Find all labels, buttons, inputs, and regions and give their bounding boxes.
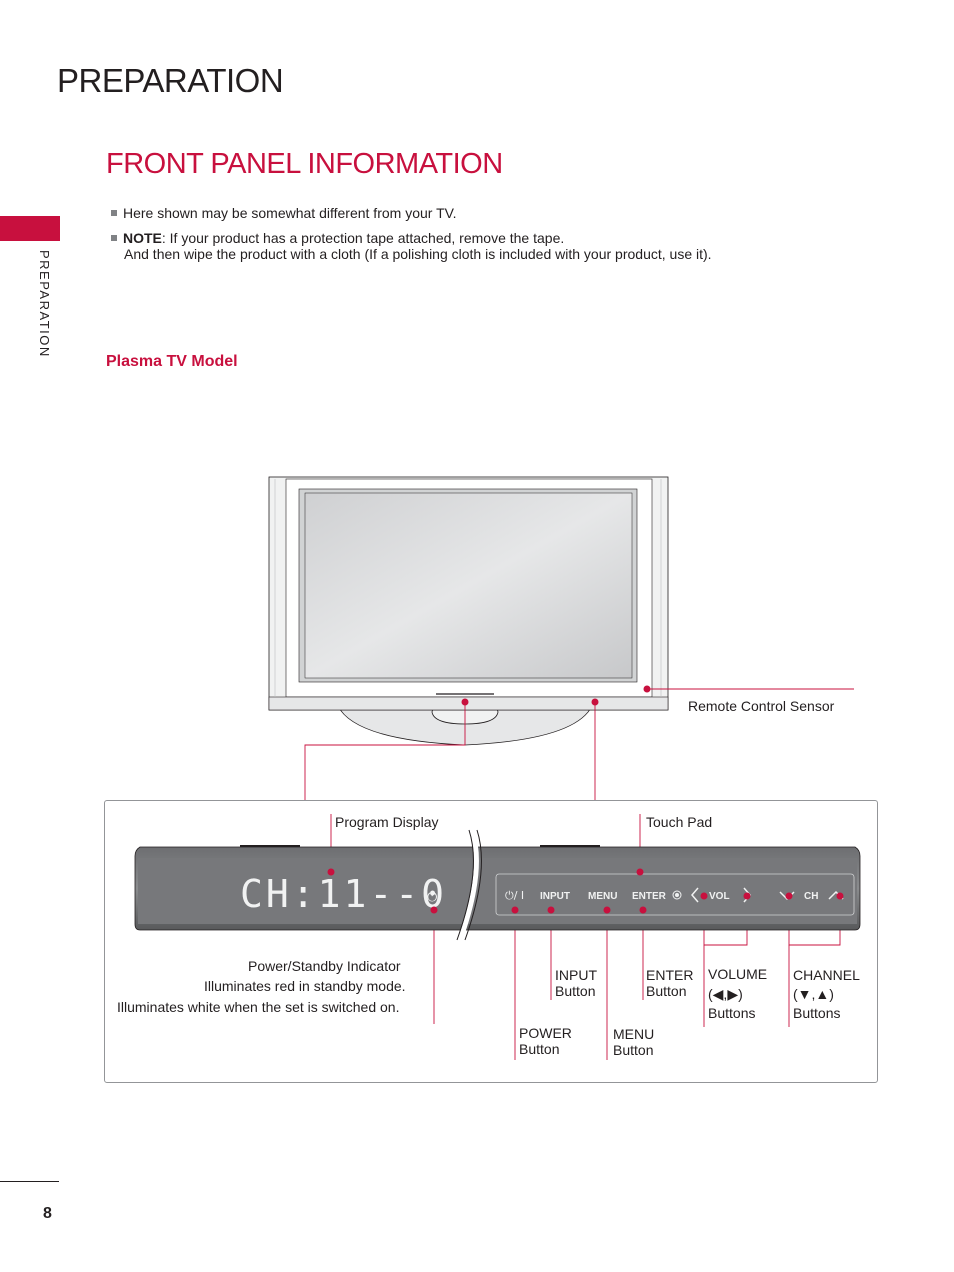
power-indicator-line2: Illuminates white when the set is switch…: [117, 999, 400, 1015]
power-callout-title: POWER: [519, 1025, 572, 1041]
panel-callout-dots: [327, 868, 844, 914]
program-display-label: Program Display: [335, 814, 439, 830]
channel-callout-arrows: (▼,▲): [793, 986, 834, 1002]
power-callout-sub: Button: [519, 1041, 560, 1057]
menu-callout-title: MENU: [613, 1026, 655, 1042]
enter-callout-sub: Button: [646, 983, 687, 999]
volume-callout-arrows: (◀,▶): [708, 986, 743, 1002]
enter-callout-title: ENTER: [646, 967, 694, 983]
power-button-icon[interactable]: ⏻/ I: [505, 889, 524, 902]
note-1: Here shown may be somewhat different fro…: [111, 205, 457, 221]
power-indicator-line1: Illuminates red in standby mode.: [204, 978, 406, 994]
footer-rule: [0, 1181, 59, 1182]
side-tab-label: PREPARATION: [37, 250, 52, 358]
vol-button-label: VOL: [709, 891, 730, 902]
program-display-readout: CH:11--0: [240, 872, 447, 916]
volume-left-icon[interactable]: [691, 887, 699, 903]
bullet-icon: [111, 210, 117, 216]
page-title: PREPARATION: [57, 62, 284, 99]
channel-callout-sub: Buttons: [793, 1005, 841, 1021]
input-callout-sub: Button: [555, 983, 596, 999]
note-2-continued: And then wipe the product with a cloth (…: [124, 246, 712, 262]
volume-callout-sub: Buttons: [708, 1005, 756, 1021]
page-number: 8: [43, 1205, 52, 1222]
input-callout-title: INPUT: [555, 967, 597, 983]
volume-callout-title: VOLUME: [708, 966, 768, 982]
ch-button-label: CH: [804, 891, 818, 902]
remote-sensor-label: Remote Control Sensor: [688, 698, 835, 714]
menu-callout-sub: Button: [613, 1042, 654, 1058]
power-indicator-title: Power/Standby Indicator: [248, 958, 401, 974]
power-indicator-icon: ⏻: [427, 890, 437, 905]
tv-body: [268, 476, 669, 711]
callout-dots: [461, 685, 651, 706]
section-title: FRONT PANEL INFORMATION: [106, 148, 503, 180]
touch-pad-label: Touch Pad: [646, 814, 713, 830]
bullet-icon: [111, 235, 117, 241]
channel-callout-title: CHANNEL: [793, 967, 860, 983]
side-tab-marker: [0, 216, 60, 241]
enter-dot-icon: [675, 893, 679, 897]
model-subheading: Plasma TV Model: [106, 353, 238, 370]
note-2: NOTE: If your product has a protection t…: [111, 230, 564, 246]
enter-button-label[interactable]: ENTER: [632, 891, 667, 902]
input-button-label[interactable]: INPUT: [540, 891, 570, 902]
menu-button-label[interactable]: MENU: [588, 891, 617, 902]
enter-circle-icon: [672, 890, 682, 900]
front-panel-bar: [134, 829, 861, 941]
